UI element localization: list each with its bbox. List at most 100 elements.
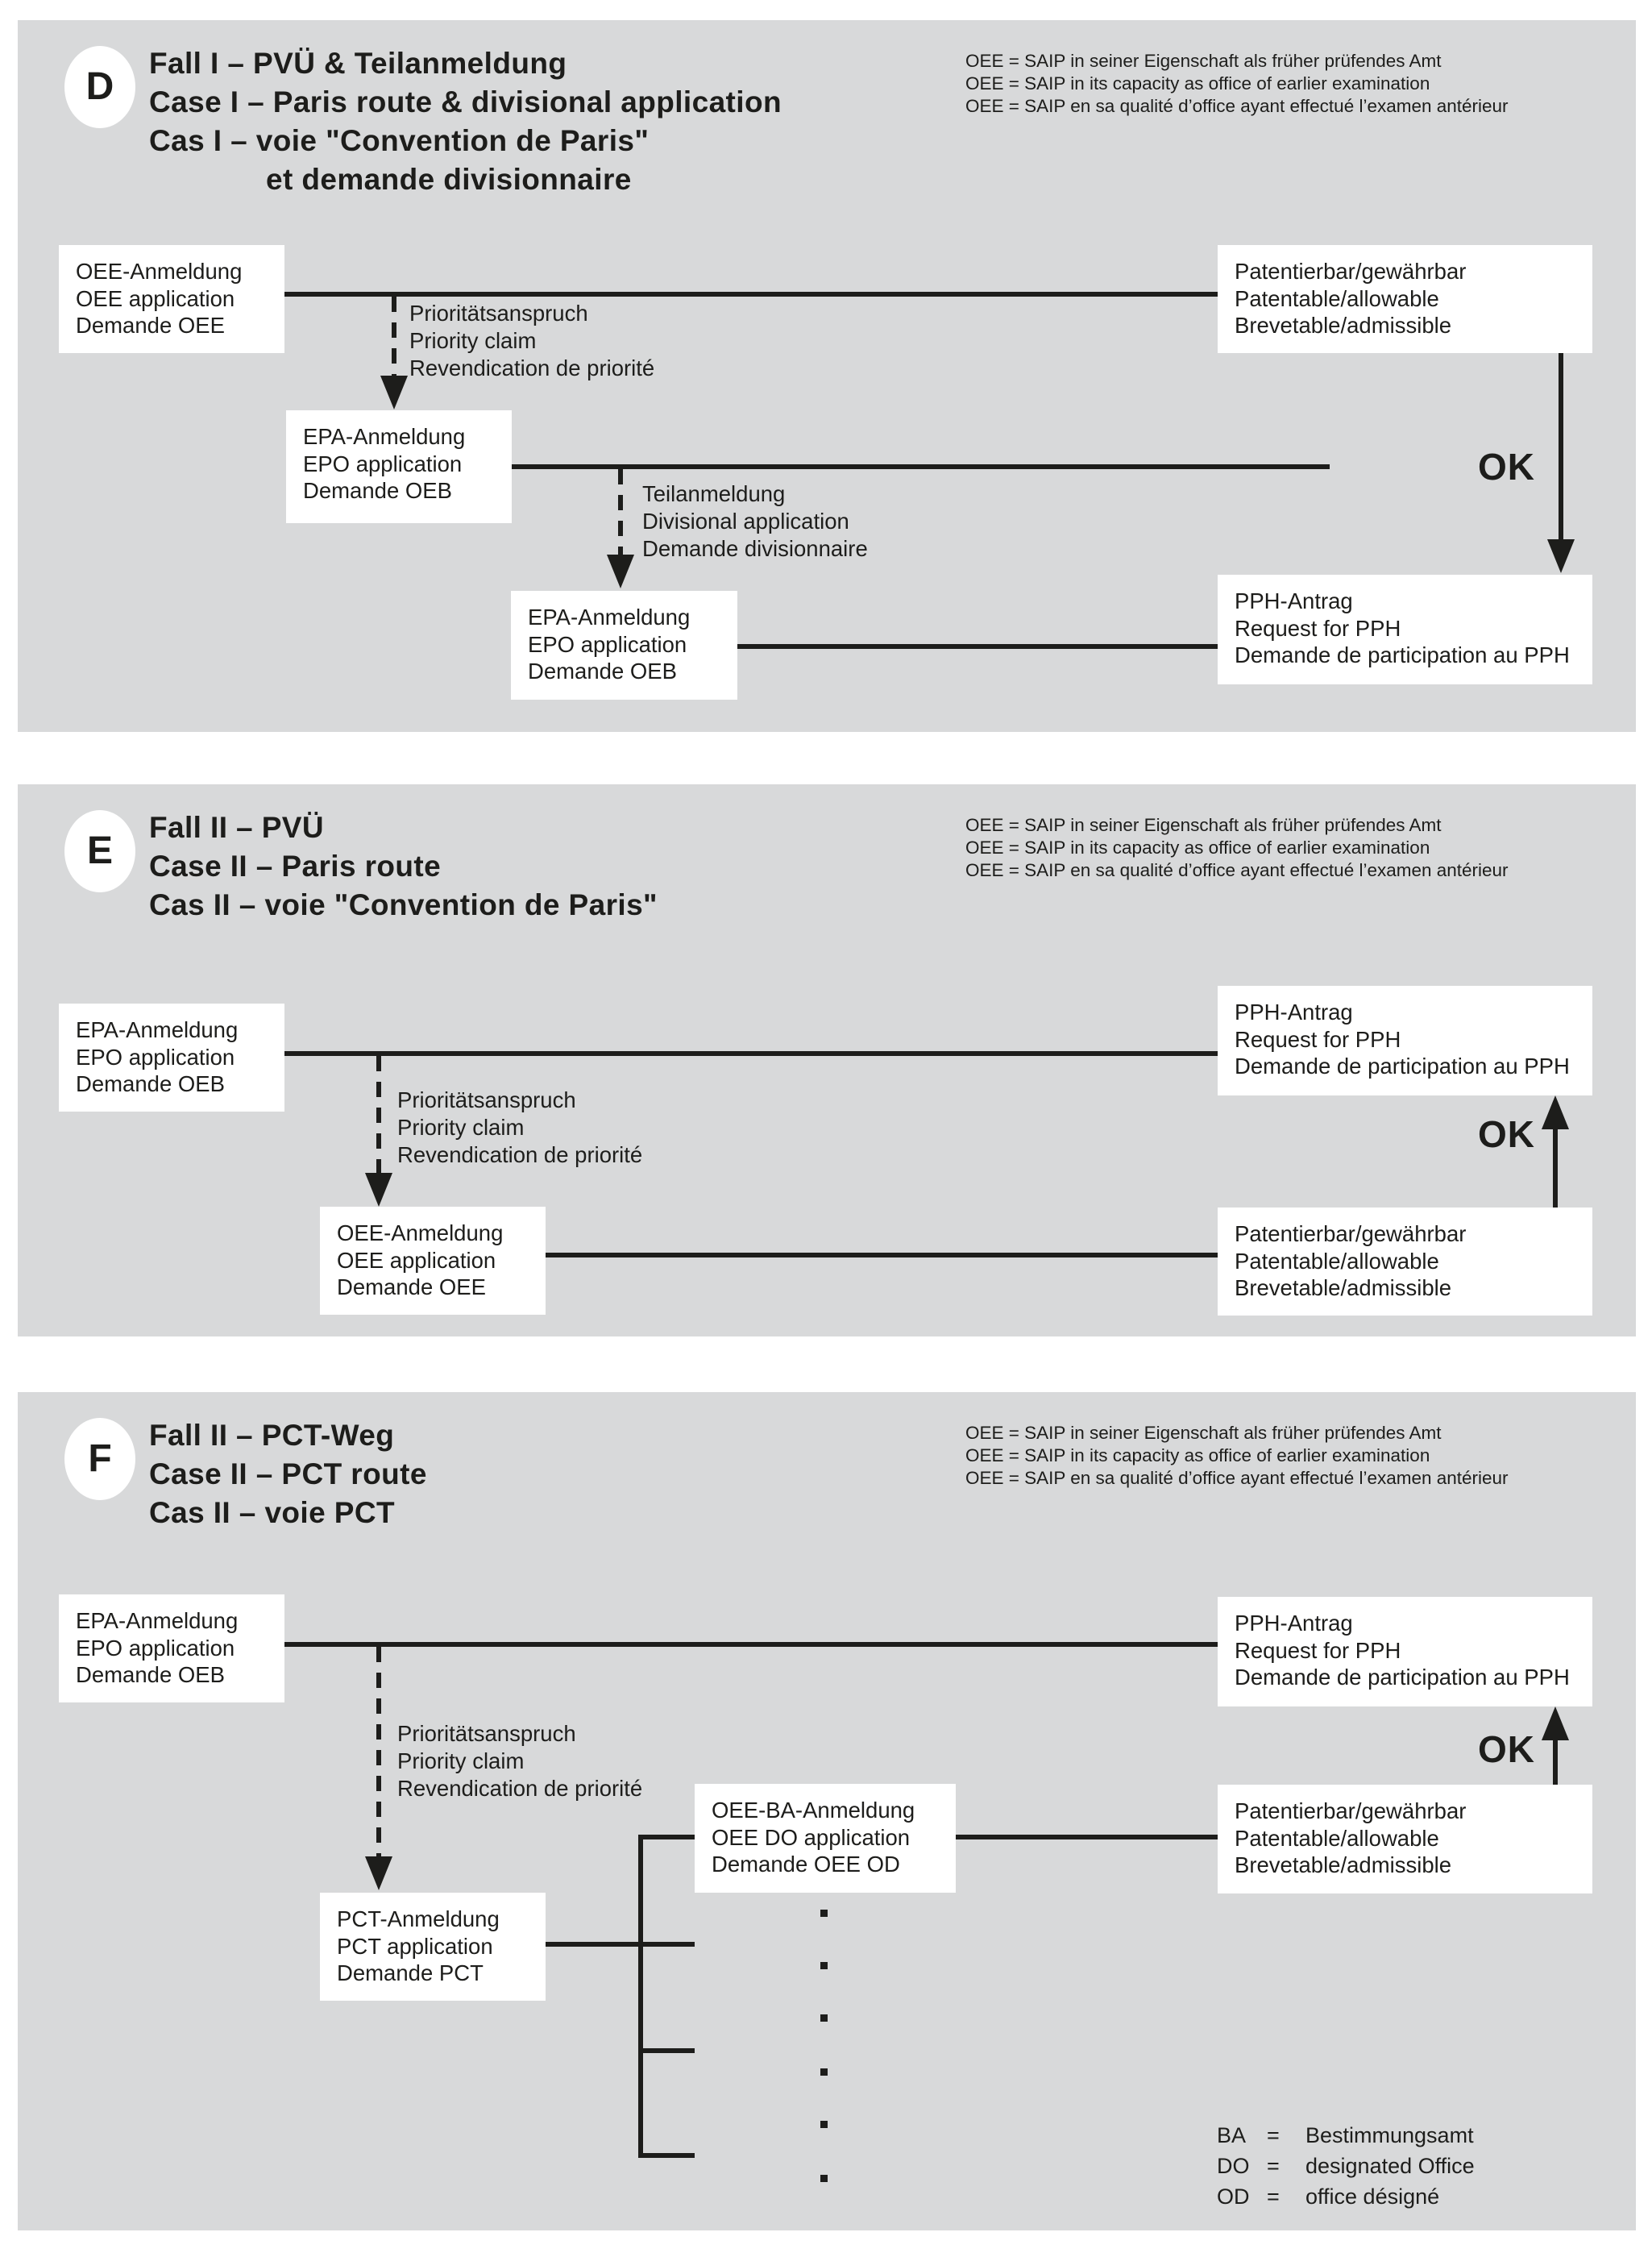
box-text-line: OEE application xyxy=(76,285,235,311)
box-text-line: OEE DO application xyxy=(712,1824,911,1850)
priority-claim-arrow-line xyxy=(392,297,396,376)
panel-title-line: Cas II – voie PCT xyxy=(149,1496,395,1529)
label-line: Priority claim xyxy=(397,1748,525,1773)
box-text-line: PCT-Anmeldung xyxy=(337,1906,500,1931)
box-text-line: Demande de participation au PPH xyxy=(1235,642,1570,667)
pct-application-box: PCT-Anmeldung PCT application Demande PC… xyxy=(320,1893,546,2001)
epo-application-box: EPA-Anmeldung EPO application Demande OE… xyxy=(286,410,512,523)
abbreviation-legend-row: DO = designated Office xyxy=(1217,2151,1475,2181)
section-letter-badge: E xyxy=(64,810,135,892)
connector-line xyxy=(546,1942,695,1947)
connector-line xyxy=(737,644,1218,649)
panel-title-line: Case II – PCT route xyxy=(149,1457,427,1490)
label-line: Prioritätsanspruch xyxy=(409,301,588,326)
box-text-line: Request for PPH xyxy=(1235,1637,1401,1663)
section-letter: D xyxy=(85,65,114,108)
label-line: Prioritätsanspruch xyxy=(397,1721,576,1746)
ok-arrow-line xyxy=(1553,1129,1558,1208)
box-text-line: PPH-Antrag xyxy=(1235,1611,1353,1636)
connector-line xyxy=(284,1642,1218,1647)
box-text-line: Patentierbar/gewährbar xyxy=(1235,1221,1467,1246)
oee-legend: OEE = SAIP in seiner Eigenschaft als frü… xyxy=(965,1422,1509,1490)
oee-legend-line: OEE = SAIP in its capacity as office of … xyxy=(965,838,1430,858)
equals-sign: = xyxy=(1267,2184,1280,2209)
abbreviation: DO xyxy=(1217,2154,1250,2178)
ok-arrow-line xyxy=(1553,1740,1558,1785)
oee-legend-line: OEE = SAIP en sa qualité d’office ayant … xyxy=(965,96,1509,116)
priority-claim-label: Prioritätsanspruch Priority claim Revend… xyxy=(397,1087,642,1169)
epo-application-box: EPA-Anmeldung EPO application Demande OE… xyxy=(59,1004,284,1112)
panel-title-line: Cas I – voie "Convention de Paris" xyxy=(149,124,650,157)
divisional-application-label: Teilanmeldung Divisional application Dem… xyxy=(642,480,868,563)
section-letter-badge: F xyxy=(64,1418,135,1500)
oee-legend: OEE = SAIP in seiner Eigenschaft als frü… xyxy=(965,50,1509,118)
branch-stub xyxy=(638,1835,695,1839)
ellipsis-dot xyxy=(820,2014,828,2022)
pph-request-box: PPH-Antrag Request for PPH Demande de pa… xyxy=(1218,575,1592,684)
box-text-line: Patentierbar/gewährbar xyxy=(1235,259,1467,284)
abbreviation-legend: BA = Bestimmungsamt DO = designated Offi… xyxy=(1217,2120,1475,2212)
ok-label: OK xyxy=(1478,1728,1535,1770)
ok-label: OK xyxy=(1478,1113,1535,1155)
label-line: Prioritätsanspruch xyxy=(397,1087,576,1112)
box-text-line: EPO application xyxy=(528,631,687,657)
ellipsis-dot xyxy=(820,1962,828,1969)
box-text-line: EPO application xyxy=(76,1044,235,1070)
oee-application-box: OEE-Anmeldung OEE application Demande OE… xyxy=(320,1207,546,1315)
epo-divisional-application-box: EPA-Anmeldung EPO application Demande OE… xyxy=(511,591,737,700)
priority-claim-label: Prioritätsanspruch Priority claim Revend… xyxy=(409,300,654,382)
branch-stub xyxy=(638,2153,695,2158)
label-line: Demande divisionnaire xyxy=(642,536,868,561)
ok-label: OK xyxy=(1478,446,1535,488)
box-text-line: Demande PCT xyxy=(337,1960,484,1985)
oee-legend-line: OEE = SAIP in its capacity as office of … xyxy=(965,1445,1430,1465)
box-text-line: Demande OEB xyxy=(76,1071,225,1096)
box-text-line: Patentable/allowable xyxy=(1235,1825,1439,1851)
box-text-line: Brevetable/admissible xyxy=(1235,1852,1452,1877)
box-text-line: OEE-Anmeldung xyxy=(337,1220,504,1245)
panel-title-line: Case II – Paris route xyxy=(149,850,442,883)
box-text-line: OEE application xyxy=(337,1247,496,1273)
section-letter: E xyxy=(86,829,113,872)
connector-line xyxy=(284,1051,1218,1056)
box-text-line: PPH-Antrag xyxy=(1235,588,1353,613)
oee-legend-line: OEE = SAIP in its capacity as office of … xyxy=(965,73,1430,94)
box-text-line: OEE-BA-Anmeldung xyxy=(712,1798,915,1823)
connector-line xyxy=(546,1253,1218,1257)
box-text-line: PPH-Antrag xyxy=(1235,1000,1353,1025)
section-letter-badge: D xyxy=(64,46,135,128)
priority-claim-arrow-line xyxy=(376,1647,381,1856)
priority-claim-label: Prioritätsanspruch Priority claim Revend… xyxy=(397,1720,642,1802)
oee-do-application-box: OEE-BA-Anmeldung OEE DO application Dema… xyxy=(695,1784,956,1893)
patentable-box: Patentierbar/gewährbar Patentable/allowa… xyxy=(1218,245,1592,353)
branch-stub xyxy=(638,2048,695,2053)
abbreviation: OD xyxy=(1217,2184,1250,2209)
box-text-line: Demande OEE xyxy=(337,1274,486,1299)
oee-legend-line: OEE = SAIP en sa qualité d’office ayant … xyxy=(965,860,1509,880)
label-line: Revendication de priorité xyxy=(397,1776,643,1801)
ellipsis-dot xyxy=(820,1910,828,1917)
arrowhead-down-icon xyxy=(365,1856,392,1890)
arrowhead-down-icon xyxy=(1547,539,1575,573)
box-text-line: Demande OEB xyxy=(303,478,452,503)
ok-arrow-line xyxy=(1559,347,1563,539)
box-text-line: EPO application xyxy=(76,1635,235,1661)
box-text-line: EPA-Anmeldung xyxy=(76,1608,239,1633)
label-line: Divisional application xyxy=(642,509,849,534)
box-text-line: EPO application xyxy=(303,451,463,476)
box-text-line: OEE-Anmeldung xyxy=(76,259,243,284)
equals-sign: = xyxy=(1267,2154,1280,2178)
abbreviation-label: designated Office xyxy=(1305,2154,1475,2178)
oee-legend-line: OEE = SAIP in seiner Eigenschaft als frü… xyxy=(965,815,1442,835)
label-line: Revendication de priorité xyxy=(409,355,655,380)
pph-request-box: PPH-Antrag Request for PPH Demande de pa… xyxy=(1218,1597,1592,1706)
label-line: Teilanmeldung xyxy=(642,481,786,506)
patentable-box: Patentierbar/gewährbar Patentable/allowa… xyxy=(1218,1208,1592,1316)
arrowhead-down-icon xyxy=(607,555,634,588)
oee-legend-line: OEE = SAIP in seiner Eigenschaft als frü… xyxy=(965,1423,1442,1443)
ellipsis-dot xyxy=(820,2121,828,2128)
arrowhead-down-icon xyxy=(380,376,408,409)
patentable-box: Patentierbar/gewährbar Patentable/allowa… xyxy=(1218,1785,1592,1893)
connector-line xyxy=(511,464,1330,469)
panel-title-line: Cas II – voie "Convention de Paris" xyxy=(149,888,658,921)
